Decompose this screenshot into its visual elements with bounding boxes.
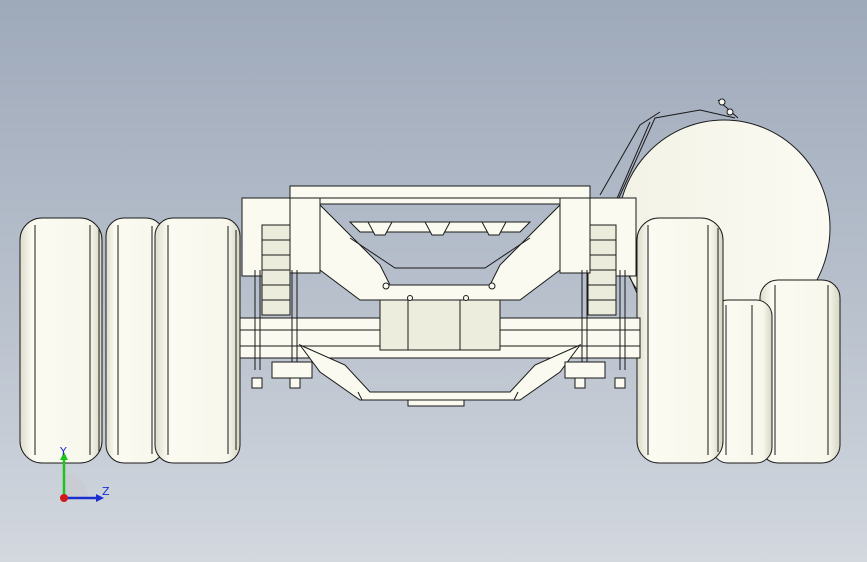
- left-suspension: [241, 197, 321, 389]
- origin-dot: [60, 494, 68, 502]
- z-axis-label: Z: [102, 485, 110, 498]
- z-axis-arrowhead: [96, 494, 104, 502]
- y-axis-arrowhead: [60, 452, 68, 460]
- triad-quadrant: [64, 474, 88, 498]
- left-wheel-group: [19, 217, 241, 464]
- y-axis-label: Y: [60, 445, 67, 458]
- triad-graphic: [60, 452, 104, 502]
- differential-housing: [379, 299, 501, 351]
- right-wheel-group: [636, 217, 841, 464]
- coordinate-triad[interactable]: Y Z: [50, 440, 120, 510]
- frame-cross-member: [289, 185, 591, 301]
- right-suspension: [559, 197, 637, 389]
